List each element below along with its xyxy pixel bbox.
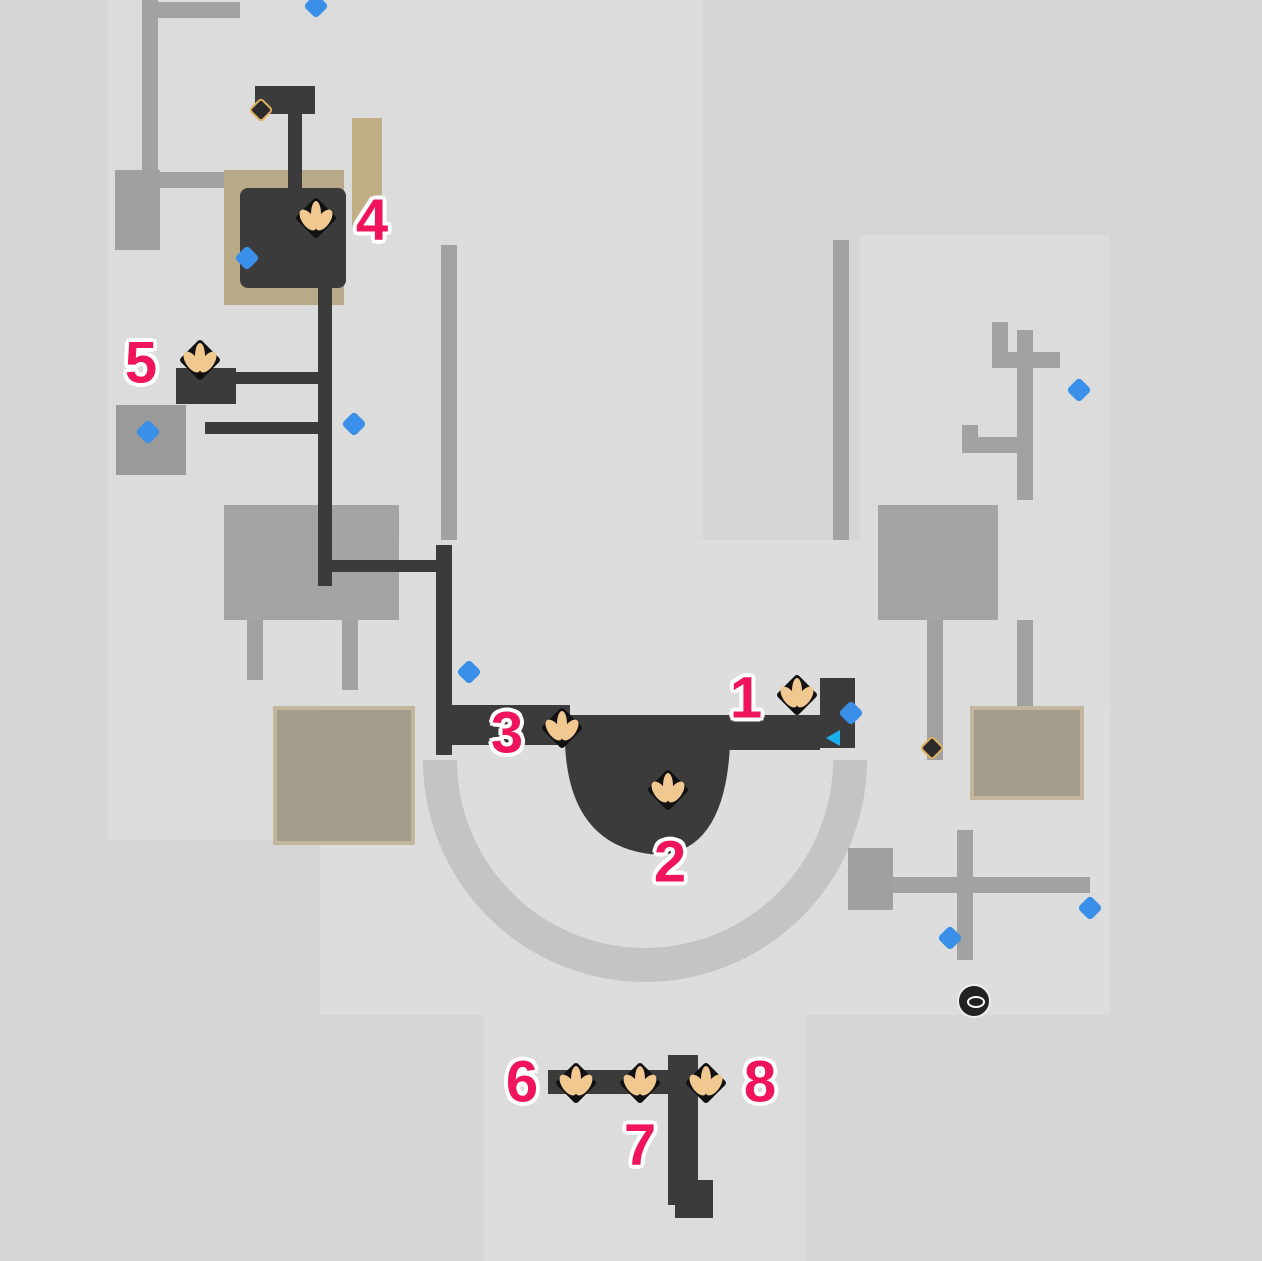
marker-number-label: 3 [490, 700, 524, 766]
player-arrow-icon [826, 730, 840, 746]
planet-teleport-icon[interactable] [957, 984, 991, 1018]
marker-number-label: 4 [355, 187, 389, 253]
chest-fan-icon[interactable] [646, 768, 690, 812]
marker-number-label: 1 [729, 665, 763, 731]
marker-number-label: 8 [743, 1049, 777, 1115]
marker-number-label: 5 [124, 330, 158, 396]
chest-fan-icon[interactable] [540, 706, 584, 750]
chest-fan-icon[interactable] [178, 338, 222, 382]
marker-number-label: 7 [623, 1112, 657, 1178]
chest-fan-icon[interactable] [294, 196, 338, 240]
chest-fan-icon[interactable] [618, 1061, 662, 1105]
chest-fan-icon[interactable] [775, 673, 819, 717]
chest-fan-icon[interactable] [554, 1061, 598, 1105]
marker-number-label: 6 [505, 1049, 539, 1115]
chest-fan-icon[interactable] [684, 1061, 728, 1105]
marker-number-label: 2 [653, 829, 687, 895]
